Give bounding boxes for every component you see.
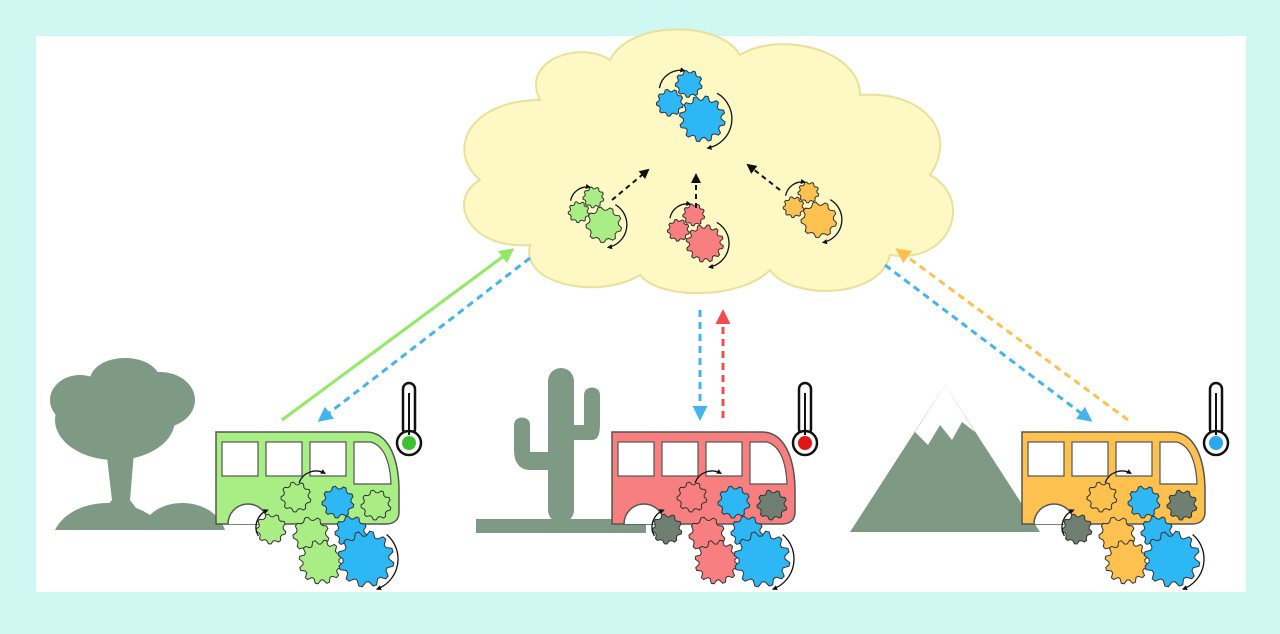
- red-gear-cluster: [666, 200, 730, 270]
- gear-icon: [360, 489, 392, 521]
- small-gear-icon: [582, 186, 605, 209]
- large-gear-icon: [685, 224, 724, 263]
- bus-gear-stack: [255, 469, 399, 591]
- rotation-arrow-icon: [658, 67, 686, 89]
- gear-icon: [1086, 481, 1118, 513]
- tree-icon: [50, 358, 225, 530]
- gear-icon: [717, 485, 751, 519]
- green-download-arrow: [317, 256, 531, 422]
- thermometer-warm-icon: [395, 381, 423, 457]
- bus-gear-stack: [651, 469, 795, 591]
- bus-gear-stack: [1061, 469, 1205, 591]
- bus-window: [221, 441, 259, 477]
- bus-body: [1021, 431, 1206, 525]
- rotation-arrow-icon: [255, 509, 269, 537]
- orange-bus: [1021, 431, 1206, 591]
- rotation-arrow-icon: [1061, 509, 1075, 537]
- large-gear-icon: [800, 201, 838, 239]
- bus-body: [611, 431, 796, 525]
- thermometer-hot-icon: [791, 381, 819, 457]
- small-gear-icon: [682, 203, 706, 227]
- vehicles: [215, 431, 1206, 591]
- rotation-arrow-icon: [784, 178, 807, 196]
- gear-icon: [321, 485, 355, 519]
- large-gear-icon: [678, 95, 726, 143]
- bus-windshield: [353, 441, 392, 485]
- large-gear-icon: [585, 206, 623, 244]
- rotation-arrow-icon: [706, 92, 733, 150]
- bus-windshield: [1159, 441, 1198, 485]
- bus-window: [265, 441, 303, 477]
- small-gear-icon: [782, 196, 805, 219]
- gear-icon: [1127, 485, 1161, 519]
- rotation-arrow-icon: [694, 469, 722, 484]
- green-gear-cluster: [567, 183, 628, 250]
- rotation-arrow-icon: [1104, 469, 1132, 484]
- cactus-icon: [476, 368, 646, 533]
- gear-icon: [1166, 489, 1198, 521]
- red-bus: [611, 431, 796, 591]
- rotation-arrow-icon: [821, 199, 843, 245]
- gear-icon: [694, 539, 740, 585]
- gear-icon: [676, 481, 708, 513]
- bus-window: [1071, 441, 1109, 477]
- cloud-merge-arrows: [611, 163, 781, 208]
- small-gear-icon: [666, 218, 690, 242]
- rotation-arrow-icon: [771, 534, 795, 591]
- small-gear-icon: [674, 69, 703, 98]
- gear-icon: [280, 481, 312, 513]
- small-gear-icon: [567, 201, 590, 224]
- green-to-global-arrow: [611, 168, 650, 201]
- small-gear-icon: [655, 88, 684, 117]
- small-gear-icon: [797, 181, 820, 204]
- rotation-arrow-icon: [707, 221, 730, 270]
- link-arrows: [281, 248, 1129, 422]
- thermometers: [395, 381, 1230, 457]
- orange-download-arrow: [884, 263, 1093, 422]
- green-upload-arrow: [281, 248, 515, 422]
- global-gear-cluster: [655, 67, 733, 150]
- rotation-arrow-icon: [375, 534, 399, 591]
- bus-windshield: [749, 441, 788, 485]
- gear-icon: [298, 539, 344, 585]
- rotation-arrow-icon: [298, 469, 326, 484]
- gear-icon: [756, 489, 788, 521]
- gear-icon: [1104, 539, 1150, 585]
- gear-icon: [337, 530, 395, 588]
- bus-body: [215, 431, 400, 525]
- orange-gear-cluster: [782, 178, 843, 245]
- gear-icon: [733, 530, 791, 588]
- rotation-arrow-icon: [569, 183, 592, 201]
- green-bus: [215, 431, 400, 591]
- bus-window: [661, 441, 699, 477]
- rotation-arrow-icon: [651, 509, 665, 537]
- gear-icon: [1143, 530, 1201, 588]
- orange-to-global-arrow: [746, 163, 781, 191]
- cloud-gear-clusters: [567, 67, 843, 270]
- mountain-icon: [850, 385, 1040, 532]
- bus-window: [617, 441, 655, 477]
- rotation-arrow-icon: [1181, 534, 1205, 591]
- thermometer-cold-icon: [1202, 381, 1230, 457]
- rotation-arrow-icon: [669, 200, 692, 219]
- rotation-arrow-icon: [606, 204, 628, 250]
- bus-window: [1027, 441, 1065, 477]
